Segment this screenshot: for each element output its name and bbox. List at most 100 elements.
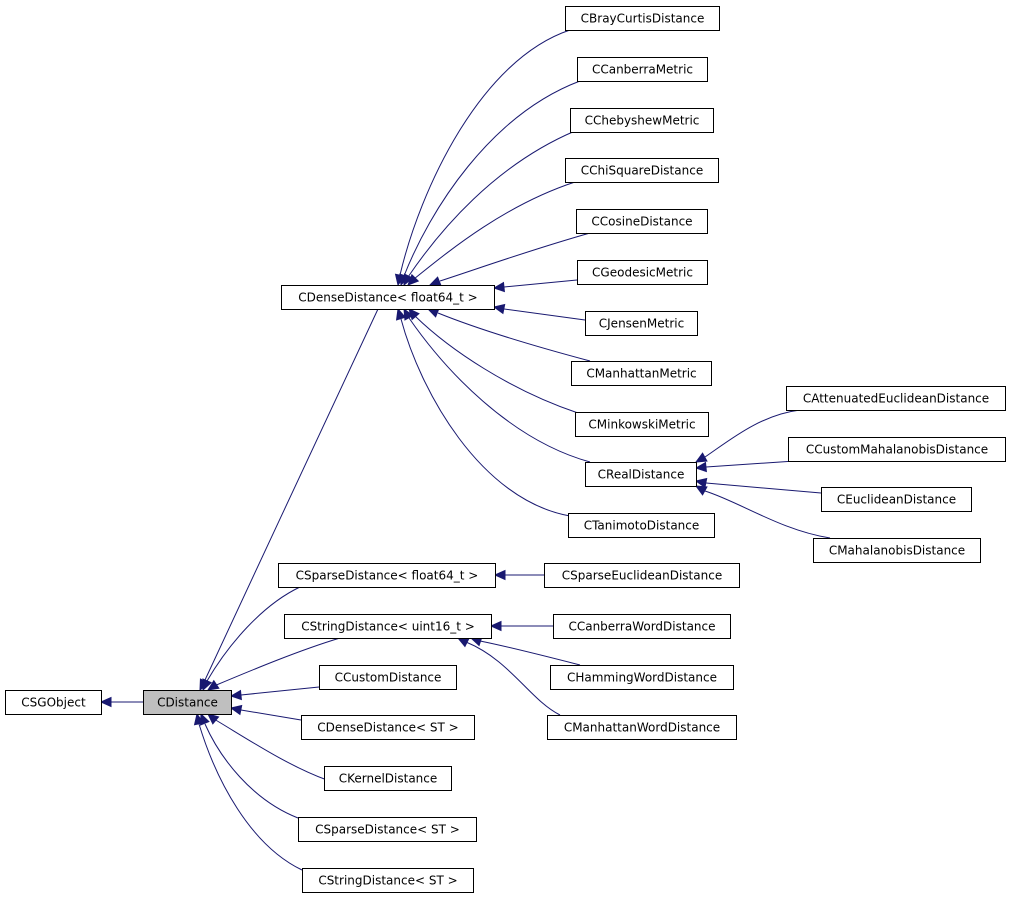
edge-ccustom-to-cdistance [229,686,320,701]
class-node-cattenuated[interactable]: CAttenuatedEuclideanDistance [786,386,1006,411]
class-node-label: CKernelDistance [339,772,438,786]
class-node-label: CDistance [157,696,218,710]
class-node-label: CJensenMetric [599,317,684,331]
class-node-box [577,260,708,285]
edge-cstring_u16-to-cdistance [206,637,341,691]
class-node-label: CDenseDistance< float64_t > [298,291,477,305]
class-node-ccustom[interactable]: CCustomDistance [319,665,457,690]
arrowhead [489,620,502,632]
edge-ccosine-to-cdense_f64 [428,232,591,286]
arrowhead [206,679,220,691]
edge-line [704,490,831,539]
class-node-creal[interactable]: CRealDistance [585,462,697,487]
arrowhead [694,477,708,489]
class-node-box [568,513,715,538]
class-node-box [813,538,981,563]
class-node-csparse_st[interactable]: CSparseDistance< ST > [298,817,477,842]
class-node-cmanhattanword[interactable]: CManhattanWordDistance [547,715,737,740]
class-node-ccustommahal[interactable]: CCustomMahalanobisDistance [788,437,1006,462]
edge-line [408,317,591,463]
edge-line [503,308,586,321]
class-node-ceuclidean[interactable]: CEuclideanDistance [821,487,972,512]
class-node-csgobject[interactable]: CSGObject [5,690,102,715]
class-node-box [5,690,102,715]
class-node-box [585,311,698,336]
class-node-box [575,412,709,437]
edge-line [198,723,303,871]
class-node-label: CBrayCurtisDistance [581,12,705,26]
class-node-cminkowski[interactable]: CMinkowskiMetric [575,412,709,437]
class-node-ccosine[interactable]: CCosineDistance [576,209,708,234]
edge-line [399,29,571,276]
class-node-cstring_st[interactable]: CStringDistance< ST > [302,868,474,893]
class-node-csparseeuclid[interactable]: CSparseEuclideanDistance [544,563,740,588]
class-node-cstring_u16[interactable]: CStringDistance< uint16_t > [284,614,492,639]
edge-line [705,482,822,494]
class-node-ccanberra[interactable]: CCanberraMetric [577,57,708,82]
class-node-csparse_f64[interactable]: CSparseDistance< float64_t > [278,563,496,588]
edge-cjensen-to-cdense_f64 [492,303,586,321]
class-node-box [571,361,712,386]
class-node-label: CSparseDistance< ST > [315,823,460,837]
class-node-chammingword[interactable]: CHammingWordDistance [550,665,734,690]
class-node-cmanhattan[interactable]: CManhattanMetric [571,361,712,386]
class-node-cchisquare[interactable]: CChiSquareDistance [565,158,719,183]
class-nodes: CSGObject CDistance CDenseDistance< float6… [5,6,1006,893]
class-node-cchebyshew[interactable]: CChebyshewMetric [570,108,714,133]
class-node-label: CChiSquareDistance [581,164,703,178]
class-node-cgeodesic[interactable]: CGeodesicMetric [577,260,708,285]
edge-line [413,181,576,280]
class-node-box [143,690,232,715]
edge-line [437,312,591,362]
class-node-label: CStringDistance< uint16_t > [301,620,475,634]
edge-line [705,460,796,468]
class-node-label: CTanimotoDistance [584,519,700,533]
edge-ccanberra-to-cdense_f64 [399,80,581,287]
arrowhead [229,704,243,716]
class-node-ctanimoto[interactable]: CTanimotoDistance [568,513,715,538]
class-node-ccanberraword[interactable]: CCanberraWordDistance [553,614,731,639]
class-node-cdense_f64[interactable]: CDenseDistance< float64_t > [281,285,495,310]
class-node-label: CSparseEuclideanDistance [562,569,722,583]
edge-line [213,637,341,687]
class-node-label: CCanberraMetric [592,63,693,77]
edge-cattenuated-to-creal [694,409,801,463]
arrowhead [694,485,708,496]
edge-line [503,279,578,288]
arrowhead [193,712,205,726]
class-node-label: CGeodesicMetric [592,266,693,280]
class-node-label: CManhattanWordDistance [564,721,720,735]
class-node-box [786,386,1006,411]
arrowhead [492,303,506,315]
edge-line [204,723,299,819]
class-node-box [553,614,731,639]
class-node-cmahalanobis[interactable]: CMahalanobisDistance [813,538,981,563]
class-node-box [298,817,477,842]
class-node-box [788,437,1006,462]
edge-line [439,232,591,282]
edge-ctanimoto-to-cdense_f64 [395,307,571,517]
edge-csparse_f64-to-cdistance [202,586,301,692]
class-node-box [324,766,452,791]
class-node-label: CMinkowskiMetric [588,418,695,432]
arrowhead [456,637,470,648]
edge-line [240,686,320,696]
class-node-box [302,868,474,893]
class-node-label: CEuclideanDistance [837,493,956,507]
class-node-label: CCustomMahalanobisDistance [806,443,988,457]
class-node-cdense_st[interactable]: CDenseDistance< ST > [301,715,475,740]
edge-line [465,641,561,716]
class-node-cdistance[interactable]: CDistance [143,690,232,715]
class-node-cjensen[interactable]: CJensenMetric [585,311,698,336]
class-node-ckernel[interactable]: CKernelDistance [324,766,452,791]
class-node-label: CManhattanMetric [586,367,696,381]
class-node-cbraycurtis[interactable]: CBrayCurtisDistance [565,6,720,31]
arrowhead [403,307,414,321]
arrowhead [99,696,112,708]
inheritance-edges [99,29,831,871]
class-node-box [319,665,457,690]
edge-line [204,308,379,681]
class-node-label: CSGObject [21,696,86,710]
edge-ckernel-to-cdistance [207,713,328,781]
class-node-box [570,108,714,133]
